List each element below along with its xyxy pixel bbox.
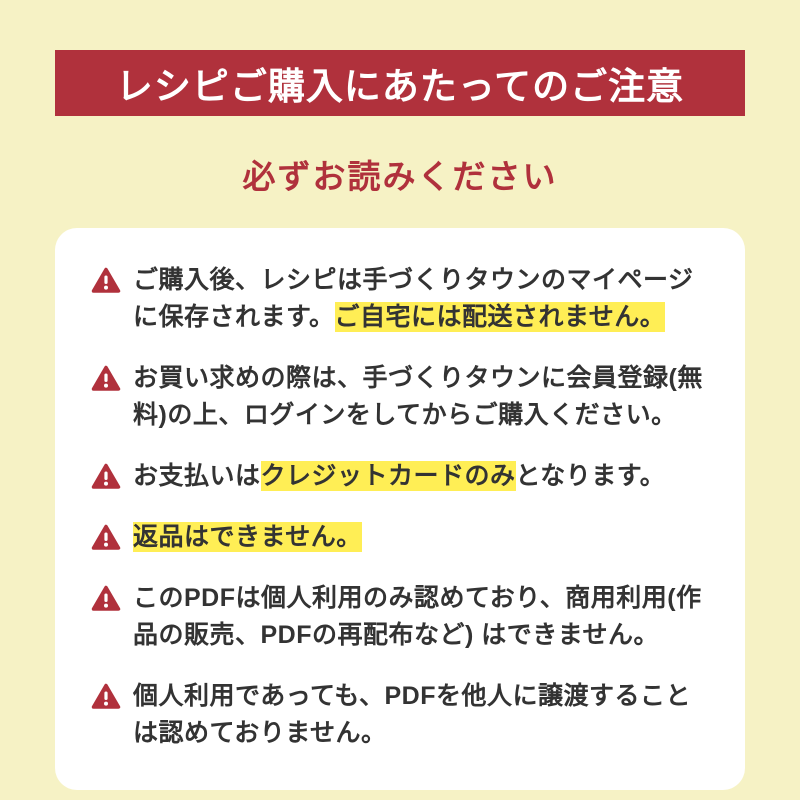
plain-text: このPDFは個人利用のみ認めており、商用利用(作品の販売、PDFの再配布など) … [133, 584, 702, 649]
notice-list: ご購入後、レシピは手づくりタウンのマイページに保存されます。ご自宅には配送されま… [91, 262, 709, 752]
notice-item: ご購入後、レシピは手づくりタウンのマイページに保存されます。ご自宅には配送されま… [91, 262, 709, 336]
highlighted-text: 返品はできません。 [133, 522, 362, 552]
warning-icon [91, 585, 121, 612]
warning-icon [91, 524, 121, 551]
warning-icon [91, 365, 121, 392]
warning-icon [91, 463, 121, 490]
page-title-banner: レシピご購入にあたってのご注意 [55, 50, 745, 116]
plain-text: 個人利用であっても、PDFを他人に譲渡することは認めておりません。 [133, 682, 692, 747]
plain-text: となります。 [515, 462, 666, 490]
notice-item: 返品はできません。 [91, 519, 709, 556]
notice-item: このPDFは個人利用のみ認めており、商用利用(作品の販売、PDFの再配布など) … [91, 580, 709, 654]
notice-text: お支払いはクレジットカードのみとなります。 [133, 458, 665, 495]
warning-icon [91, 267, 121, 294]
highlighted-text: ご自宅には配送されません。 [334, 302, 666, 332]
notice-text: ご購入後、レシピは手づくりタウンのマイページに保存されます。ご自宅には配送されま… [133, 262, 709, 336]
highlighted-text: クレジットカードのみ [260, 461, 516, 491]
plain-text: お買い求めの際は、手づくりタウンに会員登録(無料)の上、ログインをしてからご購入… [133, 364, 703, 429]
notice-text: お買い求めの際は、手づくりタウンに会員登録(無料)の上、ログインをしてからご購入… [133, 360, 709, 434]
subtitle: 必ずお読みください [242, 158, 558, 195]
notice-item: お買い求めの際は、手づくりタウンに会員登録(無料)の上、ログインをしてからご購入… [91, 360, 709, 434]
notice-text: 個人利用であっても、PDFを他人に譲渡することは認めておりません。 [133, 678, 709, 752]
warning-icon [91, 683, 121, 710]
notice-card: ご購入後、レシピは手づくりタウンのマイページに保存されます。ご自宅には配送されま… [55, 228, 745, 790]
plain-text: ご購入後、レシピは手づくりタウンのマイページに保存されます。 [133, 266, 694, 331]
notice-item: お支払いはクレジットカードのみとなります。 [91, 458, 709, 495]
page-title: レシピご購入にあたってのご注意 [115, 66, 685, 107]
notice-item: 個人利用であっても、PDFを他人に譲渡することは認めておりません。 [91, 678, 709, 752]
notice-text: このPDFは個人利用のみ認めており、商用利用(作品の販売、PDFの再配布など) … [133, 580, 709, 654]
plain-text: お支払いは [133, 462, 261, 490]
notice-text: 返品はできません。 [133, 519, 362, 556]
